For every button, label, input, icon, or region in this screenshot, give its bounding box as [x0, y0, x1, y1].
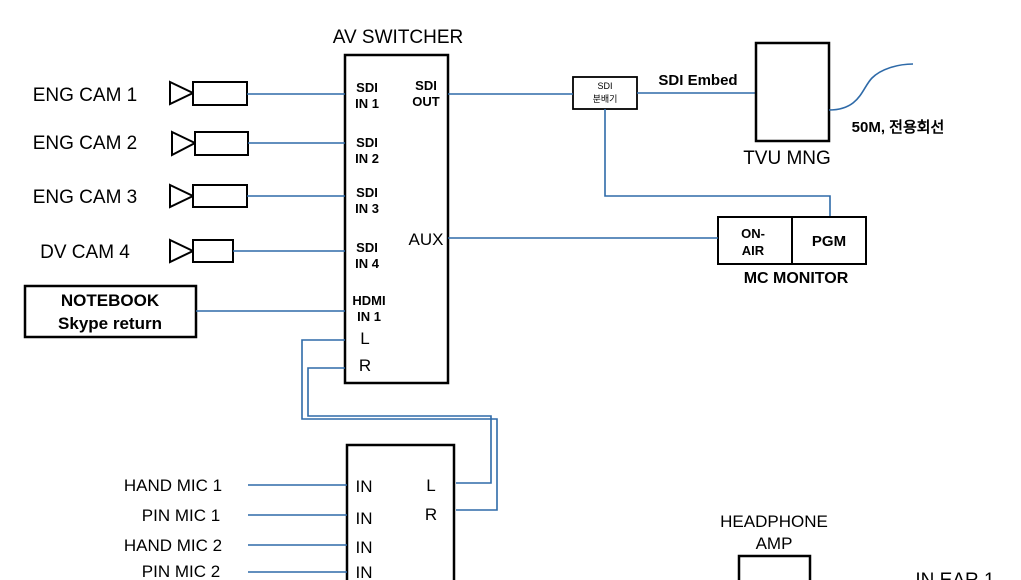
camera-3-label: ENG CAM 3: [33, 187, 138, 208]
switcher-audio-l: L: [360, 329, 369, 348]
switcher-input-3-type: SDI: [356, 185, 378, 200]
mc-monitor-on-air-line2: AIR: [742, 243, 765, 258]
tvu-uplink-cable: [828, 63, 914, 111]
wire-audio-l: [301, 339, 498, 511]
sdi-distributor-type: SDI: [597, 81, 612, 91]
camera-1-label: ENG CAM 1: [33, 85, 138, 106]
camera-1: ENG CAM 1: [33, 80, 248, 106]
switcher-input-3-port: IN 3: [355, 201, 379, 216]
wire-distributor-pgm: [604, 109, 831, 217]
mic-1-label: HAND MIC 1: [124, 476, 222, 495]
switcher-input-4-port: IN 4: [355, 256, 380, 271]
camera-2-lens-icon: [171, 130, 198, 157]
camera-4-lens-icon: [169, 238, 196, 264]
notebook-title: NOTEBOOK: [61, 291, 160, 310]
headphone-amp-title: HEADPHONE: [720, 512, 828, 531]
camera-2-body-icon: [194, 131, 249, 156]
switcher-title: AV SWITCHER: [333, 27, 464, 48]
switcher-input-2-port: IN 2: [355, 151, 379, 166]
headphone-amp-subtitle: AMP: [756, 534, 793, 553]
camera-3-lens-icon: [169, 183, 196, 209]
camera-3-body-icon: [192, 184, 248, 208]
mc-monitor-on-air-line1: ON-: [741, 226, 765, 241]
switcher-input-4-type: SDI: [356, 240, 378, 255]
tvu-link-label: 50M, 전용회선: [852, 119, 945, 136]
switcher-sdi-out-port: OUT: [412, 94, 440, 109]
mixer-in-1: IN: [356, 477, 373, 496]
switcher-input-1-type: SDI: [356, 80, 378, 95]
notebook-subtitle: Skype return: [58, 314, 162, 333]
mc-monitor-label: MC MONITOR: [744, 270, 849, 287]
camera-1-lens-icon: [169, 80, 196, 106]
mic-4-label: PIN MIC 2: [142, 562, 220, 580]
switcher-input-1-port: IN 1: [355, 96, 379, 111]
mic-2-label: PIN MIC 1: [142, 506, 220, 525]
in-ear-1-label: IN EAR 1: [915, 570, 994, 580]
camera-3: ENG CAM 3: [33, 183, 248, 209]
camera-4: DV CAM 4: [40, 238, 234, 264]
switcher-input-2-type: SDI: [356, 135, 378, 150]
notebook-box: [23, 284, 198, 339]
headphone-amp-box: [737, 554, 812, 580]
camera-2: ENG CAM 2: [33, 130, 249, 157]
mixer-in-3: IN: [356, 538, 373, 557]
camera-1-body-icon: [192, 81, 248, 106]
av-switcher-box: [343, 53, 450, 385]
tvu-mng-label: TVU MNG: [743, 148, 831, 169]
mic-3-label: HAND MIC 2: [124, 536, 222, 555]
camera-2-label: ENG CAM 2: [33, 133, 138, 154]
switcher-aux-port: AUX: [409, 230, 444, 249]
sdi-distributor-name: 분배기: [593, 94, 618, 104]
wire-audio-r: [307, 367, 492, 484]
tvu-mng-box: [754, 41, 831, 143]
mc-monitor-pgm: PGM: [812, 233, 846, 250]
mixer-in-2: IN: [356, 509, 373, 528]
switcher-audio-r: R: [359, 356, 371, 375]
camera-4-body-icon: [192, 239, 234, 263]
mixer-out-r: R: [425, 505, 437, 524]
switcher-sdi-out-type: SDI: [415, 78, 437, 93]
switcher-hdmi-type: HDMI: [352, 293, 385, 308]
sdi-embed-label: SDI Embed: [658, 72, 737, 89]
audio-mixer-box: [345, 443, 456, 580]
mixer-out-l: L: [426, 476, 435, 495]
camera-4-label: DV CAM 4: [40, 242, 130, 263]
sdi-distributor-box: [572, 76, 638, 110]
switcher-hdmi-port: IN 1: [357, 309, 381, 324]
mixer-in-4: IN: [356, 563, 373, 580]
